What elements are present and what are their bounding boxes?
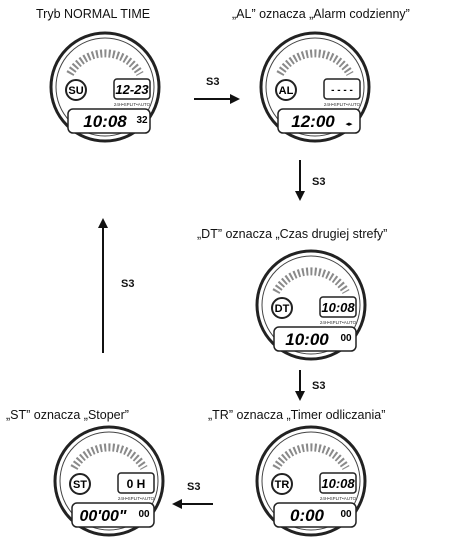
caption-timer: „TR” oznacza „Timer odliczania” <box>208 408 386 422</box>
main-display: 10:00 <box>285 330 329 349</box>
arrow-label-s3-1: S3 <box>206 76 220 88</box>
arrow-label-s3-5: S3 <box>121 278 135 290</box>
arrow-label-s3-3: S3 <box>312 380 326 392</box>
main-display: 12:00 <box>291 112 335 131</box>
mode-indicator <box>65 79 87 101</box>
top-display: 12-23 <box>115 82 149 97</box>
seconds-display: 00 <box>340 333 352 344</box>
seconds-display: 00 <box>340 509 352 520</box>
seconds-display: 32 <box>136 115 148 126</box>
caption-alarm: „AL” oznacza „Alarm codzienny” <box>232 7 410 21</box>
main-display: 10:08 <box>83 112 127 131</box>
top-display: 0 H <box>127 477 146 491</box>
watch-alarm: AL - - - - 24H•SPLIT•AUTO 12:00 ◂▸ <box>259 31 371 143</box>
arrow-up-1-head <box>98 218 108 228</box>
arrow-label-s3-2: S3 <box>312 176 326 188</box>
mode-strip: 24H•SPLIT•AUTO <box>320 496 357 501</box>
mode-label: ST <box>73 479 87 491</box>
arrow-right-1-head <box>230 94 240 104</box>
seconds-display: 00 <box>138 509 150 520</box>
caption-stopwatch: „ST” oznacza „Stoper” <box>6 408 129 422</box>
watch-timer: TR 10:08 24H•SPLIT•AUTO 0:00 00 <box>255 425 367 537</box>
watch-dual-time: DT 10:08 24H•SPLIT•AUTO 10:00 00 <box>255 249 367 361</box>
caption-normal-time: Tryb NORMAL TIME <box>36 7 151 21</box>
top-display: 10:08 <box>321 300 355 315</box>
mode-strip: 24H•SPLIT•AUTO <box>114 102 151 107</box>
top-display: - - - - <box>331 85 353 96</box>
arrow-left-1-head <box>172 499 182 509</box>
mode-label: AL <box>279 85 294 97</box>
main-display: 0:00 <box>290 506 325 525</box>
mode-strip: 24H•SPLIT•AUTO <box>324 102 361 107</box>
watch-normal-time: SU 12-23 24H•SPLIT•AUTO 10:08 32 <box>49 31 161 143</box>
mode-strip: 24H•SPLIT•AUTO <box>320 320 357 325</box>
arrow-down-1-head <box>295 191 305 201</box>
mode-strip: 24H•SPLIT•AUTO <box>118 496 155 501</box>
arrow-label-s3-4: S3 <box>187 481 201 493</box>
arrows-icon: ◂▸ <box>345 121 353 128</box>
watch-stopwatch: ST 0 H 24H•SPLIT•AUTO 00'00" 00 <box>53 425 165 537</box>
mode-label: SU <box>68 85 83 97</box>
caption-dual-time: „DT” oznacza „Czas drugiej strefy” <box>197 227 388 241</box>
top-display: 10:08 <box>321 476 355 491</box>
mode-label: DT <box>275 303 290 315</box>
main-display: 00'00" <box>80 508 127 525</box>
arrow-down-2-head <box>295 391 305 401</box>
mode-label: TR <box>275 479 290 491</box>
